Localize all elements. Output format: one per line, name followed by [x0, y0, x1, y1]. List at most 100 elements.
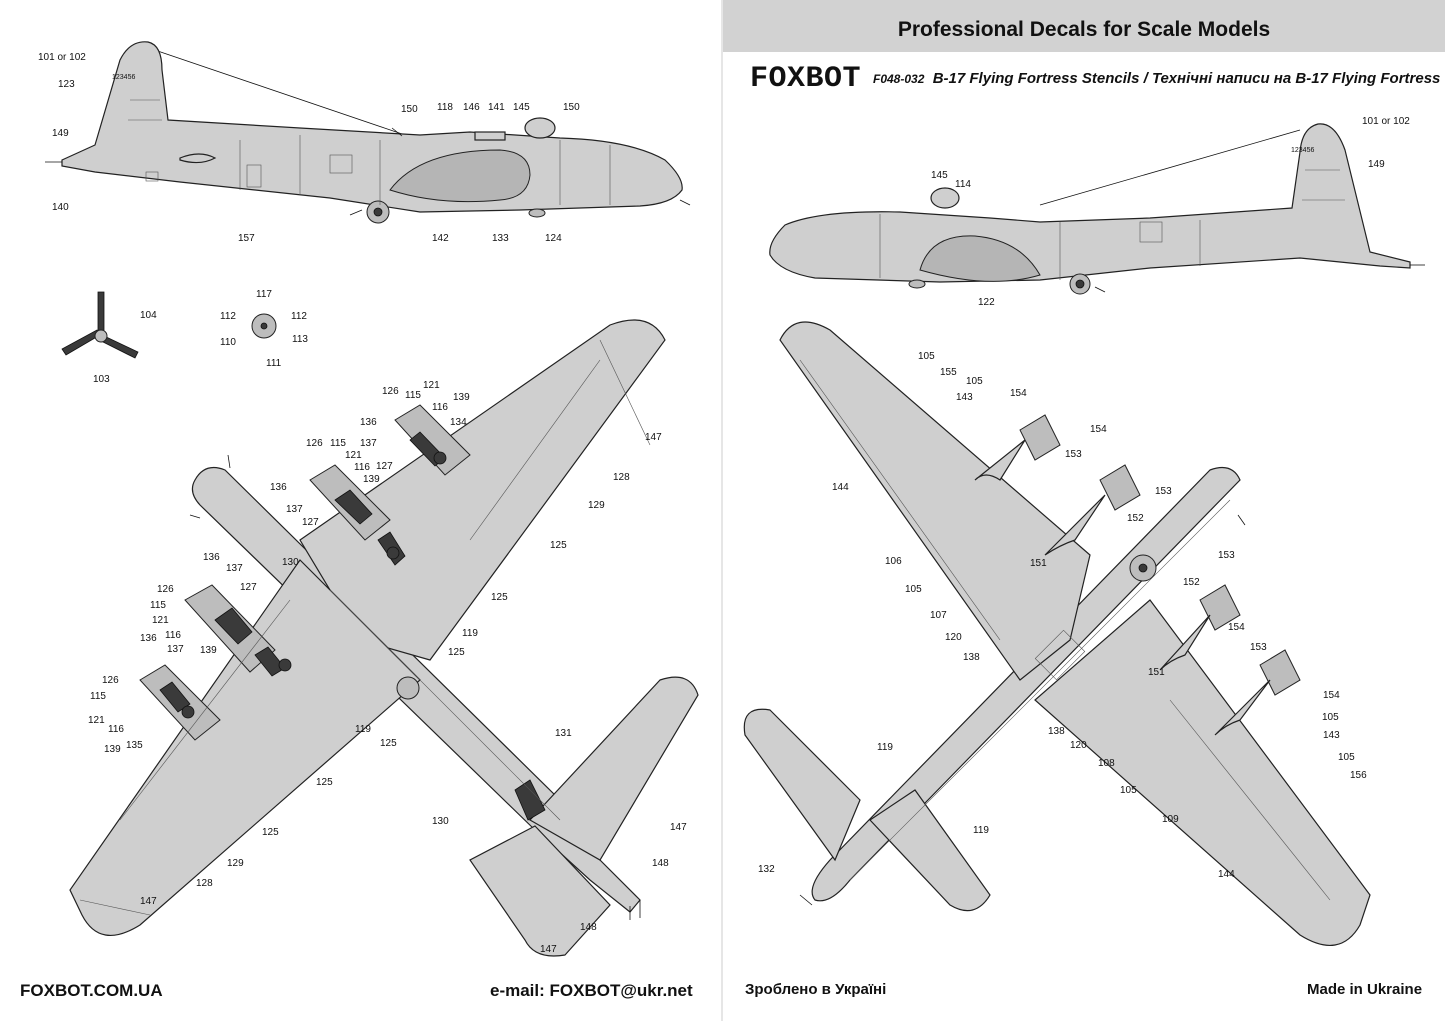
callout-label: 108	[1098, 758, 1115, 769]
callout-label: 154	[1228, 622, 1245, 633]
callout-label: 111	[266, 358, 282, 369]
callout-label: 134	[450, 417, 467, 428]
callout-label: 143	[956, 392, 973, 403]
callout-label: 138	[963, 652, 980, 663]
callout-label: 151	[1030, 558, 1047, 569]
callout-label: 120	[945, 632, 962, 643]
callout-label: 145	[931, 170, 948, 181]
callout-label: 125	[380, 738, 397, 749]
callout-label: 153	[1218, 550, 1235, 561]
callout-label: 126	[382, 386, 399, 397]
callout-label: 145	[513, 102, 530, 113]
callout-label: 105	[1120, 785, 1137, 796]
callout-label: 105	[905, 584, 922, 595]
callout-label: 154	[1323, 690, 1340, 701]
callout-label: 136	[360, 417, 377, 428]
callout-label: 151	[1148, 667, 1165, 678]
callout-label: 150	[401, 104, 418, 115]
callout-label: 119	[462, 628, 478, 639]
callout-label: 154	[1090, 424, 1107, 435]
callout-label: 141	[488, 102, 505, 113]
callout-label: 139	[363, 474, 380, 485]
callout-label: 139	[453, 392, 470, 403]
callout-label: 115	[405, 390, 421, 401]
callout-label: 113	[292, 334, 308, 345]
callout-label: 149	[52, 128, 69, 139]
callout-label: 105	[918, 351, 935, 362]
footer-made-en: Made in Ukraine	[1307, 981, 1423, 998]
callout-label: 126	[102, 675, 119, 686]
callout-label: 128	[613, 472, 630, 483]
brand-logo: FOXBOT	[750, 62, 862, 96]
side-view-right: 123456	[769, 123, 1425, 295]
callout-label: 133	[492, 233, 509, 244]
callout-label: 142	[432, 233, 449, 244]
callout-label: 115	[330, 438, 346, 449]
callout-label: 107	[930, 610, 947, 621]
propeller-diagram	[61, 291, 139, 359]
callout-label: 112	[220, 311, 236, 322]
sheet-code: F048-032	[873, 72, 925, 86]
callout-label: 149	[1368, 159, 1385, 170]
callout-label: 148	[580, 922, 597, 933]
callout-label: 101 or 102	[38, 52, 86, 63]
callout-label: 125	[550, 540, 567, 551]
callout-label: 130	[282, 557, 299, 568]
serial-number-right: 123456	[1291, 147, 1314, 154]
callout-label: 105	[1322, 712, 1339, 723]
callout-label: 114	[955, 179, 971, 190]
top-view-left	[69, 319, 699, 957]
callout-label: 152	[1127, 513, 1144, 524]
callout-label: 146	[463, 102, 480, 113]
callout-label: 121	[152, 615, 169, 626]
wheel-diagram	[251, 313, 277, 339]
callout-label: 127	[376, 461, 393, 472]
callout-label: 115	[90, 691, 106, 702]
callout-label: 101 or 102	[1362, 116, 1410, 127]
callout-label: 116	[432, 402, 448, 413]
callout-label: 139	[104, 744, 121, 755]
callout-label: 119	[355, 724, 371, 735]
callout-label: 126	[157, 584, 174, 595]
callout-label: 120	[1070, 740, 1087, 751]
callout-label: 147	[140, 896, 157, 907]
callout-label: 129	[588, 500, 605, 511]
callout-label: 147	[670, 822, 687, 833]
callout-label: 110	[220, 337, 236, 348]
callout-label: 105	[966, 376, 983, 387]
callout-label: 152	[1183, 577, 1200, 588]
callout-label: 129	[227, 858, 244, 869]
callout-label: 126	[306, 438, 323, 449]
callout-label: 144	[832, 482, 849, 493]
callout-label: 116	[165, 630, 181, 641]
callout-label: 138	[1048, 726, 1065, 737]
callout-label: 121	[345, 450, 362, 461]
callout-label: 121	[423, 380, 440, 391]
callout-label: 116	[354, 462, 370, 473]
header-band	[723, 0, 1445, 52]
callout-label: 115	[150, 600, 166, 611]
callout-label: 156	[1350, 770, 1367, 781]
callout-label: 137	[360, 438, 377, 449]
callout-label: 116	[108, 724, 124, 735]
callout-label: 122	[978, 297, 995, 308]
callout-label: 148	[652, 858, 669, 869]
footer-website[interactable]: FOXBOT.COM.UA	[20, 981, 163, 1000]
callout-label: 125	[262, 827, 279, 838]
callout-label: 135	[126, 740, 143, 751]
serial-number-left: 123456	[112, 74, 135, 81]
callout-label: 119	[973, 825, 989, 836]
callout-label: 153	[1155, 486, 1172, 497]
footer-email[interactable]: e-mail: FOXBOT@ukr.net	[490, 981, 693, 1000]
callout-label: 136	[140, 633, 157, 644]
callout-label: 118	[437, 102, 453, 113]
callout-label: 105	[1338, 752, 1355, 763]
callout-label: 139	[200, 645, 217, 656]
callout-label: 130	[432, 816, 449, 827]
sheet-title-text: B-17 Flying Fortress Stencils / Технічні…	[932, 70, 1441, 87]
callout-label: 144	[1218, 869, 1235, 880]
callout-label: 132	[758, 864, 775, 875]
callout-label: 124	[545, 233, 562, 244]
